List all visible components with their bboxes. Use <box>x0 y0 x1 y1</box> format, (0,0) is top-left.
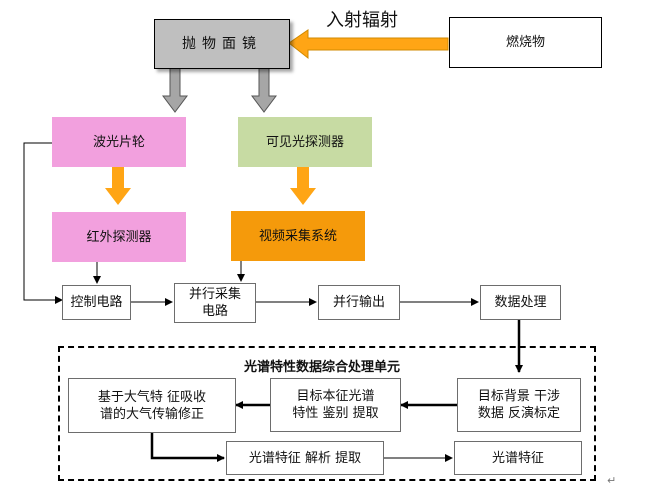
spectral-feature-label: 光谱特征 <box>491 450 544 466</box>
atmospheric-correction-label-1: 基于大气特 征吸收 <box>97 389 207 405</box>
feature-extraction-box: 光谱特征 解析 提取 <box>226 441 384 475</box>
paragraph-mark: ↵ <box>607 474 617 487</box>
ir-detector-label: 红外探测器 <box>86 229 152 245</box>
incoming-radiation-arrow <box>288 29 449 60</box>
video-acquisition-label: 视频采集系统 <box>258 228 337 244</box>
mirror-to-visible-arrow <box>251 67 277 113</box>
parallel-output-box: 并行输出 <box>318 285 400 320</box>
wheel-to-ir-arrow <box>105 167 131 205</box>
data-processing-box: 数据处理 <box>480 285 561 320</box>
control-circuit-box: 控制电路 <box>62 285 131 320</box>
incoming-radiation-label: 入射辐射 <box>326 10 398 31</box>
mirror-to-wheel-arrow <box>162 67 188 113</box>
parallel-acquisition-label-1: 并行采集 <box>188 287 241 302</box>
background-calibration-label-1: 目标背景 干涉 <box>477 389 561 404</box>
atm-to-extract-line <box>150 433 225 462</box>
parabolic-mirror-label: 抛物面镜 <box>182 35 262 52</box>
combustion-object-label: 燃烧物 <box>505 35 545 50</box>
spectral-feature-box: 光谱特征 <box>454 441 582 475</box>
parabolic-mirror-box: 抛物面镜 <box>154 19 290 69</box>
parallel-output-label: 并行输出 <box>332 295 385 310</box>
filter-wheel-label: 波光片轮 <box>92 134 145 150</box>
parallel-acquisition-label-2: 电路 <box>201 304 228 319</box>
spectral-processing-unit-title: 光谱特性数据综合处理单元 <box>244 360 401 375</box>
target-spectrum-box: 目标本征光谱 特性 鉴别 提取 <box>270 378 401 432</box>
wheel-loop-line <box>23 142 63 304</box>
atmospheric-correction-label-2: 谱的大气传输修正 <box>99 406 204 422</box>
target-spectrum-label-1: 目标本征光谱 <box>296 389 375 404</box>
atmospheric-correction-box: 基于大气特 征吸收 谱的大气传输修正 <box>68 378 236 433</box>
target-spectrum-label-2: 特性 鉴别 提取 <box>292 406 379 421</box>
background-calibration-label-2: 数据 反演标定 <box>477 406 561 421</box>
filter-wheel-box: 波光片轮 <box>52 117 186 167</box>
video-acquisition-box: 视频采集系统 <box>231 211 365 261</box>
parallel-acquisition-box: 并行采集 电路 <box>174 283 256 323</box>
ir-detector-box: 红外探测器 <box>52 212 186 262</box>
visible-detector-box: 可见光探测器 <box>238 117 372 167</box>
background-calibration-box: 目标背景 干涉 数据 反演标定 <box>457 378 581 432</box>
visible-detector-label: 可见光探测器 <box>265 134 344 150</box>
feature-extraction-label: 光谱特征 解析 提取 <box>248 450 362 466</box>
visible-to-video-arrow <box>290 167 316 205</box>
spectral-processing-unit-frame <box>58 346 596 481</box>
control-circuit-label: 控制电路 <box>70 295 123 310</box>
combustion-object-box: 燃烧物 <box>449 17 602 68</box>
data-processing-label: 数据处理 <box>494 295 547 310</box>
